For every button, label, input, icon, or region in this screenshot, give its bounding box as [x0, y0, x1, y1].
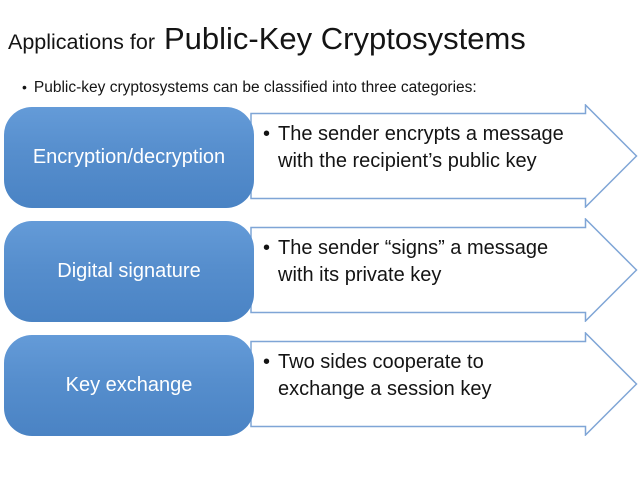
bullet-marker: • — [263, 351, 271, 373]
category-row-encryption-decryption: • The sender encrypts a message with the… — [0, 104, 638, 208]
category-label: Key exchange — [65, 374, 193, 396]
arrow-line: Two sides cooperate to — [278, 351, 484, 373]
arrow-text-item: • The sender “signs” a message with its … — [263, 235, 581, 289]
right-arrow-shape — [250, 332, 638, 436]
arrow-line: with its private key — [278, 264, 442, 286]
bullet-marker: • — [263, 123, 271, 145]
title-main: Public-Key Cryptosystems — [164, 21, 526, 56]
category-label: Encryption/decryption — [32, 146, 226, 168]
title-prefix: Applications for — [8, 30, 155, 54]
right-arrow-shape — [250, 218, 638, 322]
arrow-text-item: • Two sides cooperate to exchange a sess… — [263, 349, 581, 403]
bullet-marker: • — [263, 237, 271, 259]
bullet-marker: • — [22, 79, 27, 95]
category-box-key-exchange: Key exchange — [4, 335, 254, 436]
arrow-line: The sender “signs” a message — [278, 237, 549, 259]
intro-text: Public-key cryptosystems can be classifi… — [33, 79, 477, 96]
arrow-text-item: • The sender encrypts a message with the… — [263, 121, 581, 175]
slide-title: Applications for Public-Key Cryptosystems — [8, 22, 526, 56]
category-box-encryption-decryption: Encryption/decryption — [4, 107, 254, 208]
arrow-line: with the recipient’s public key — [278, 150, 537, 172]
category-label: Digital signature — [57, 260, 201, 282]
category-box-digital-signature: Digital signature — [4, 221, 254, 322]
category-row-digital-signature: • The sender “signs” a message with its … — [0, 218, 638, 322]
intro-bullet-item: • Public-key cryptosystems can be classi… — [22, 79, 477, 97]
arrow-line: The sender encrypts a message — [278, 123, 564, 145]
right-arrow-shape — [250, 104, 638, 208]
category-row-key-exchange: • Two sides cooperate to exchange a sess… — [0, 332, 638, 436]
arrow-line: exchange a session key — [278, 378, 492, 400]
